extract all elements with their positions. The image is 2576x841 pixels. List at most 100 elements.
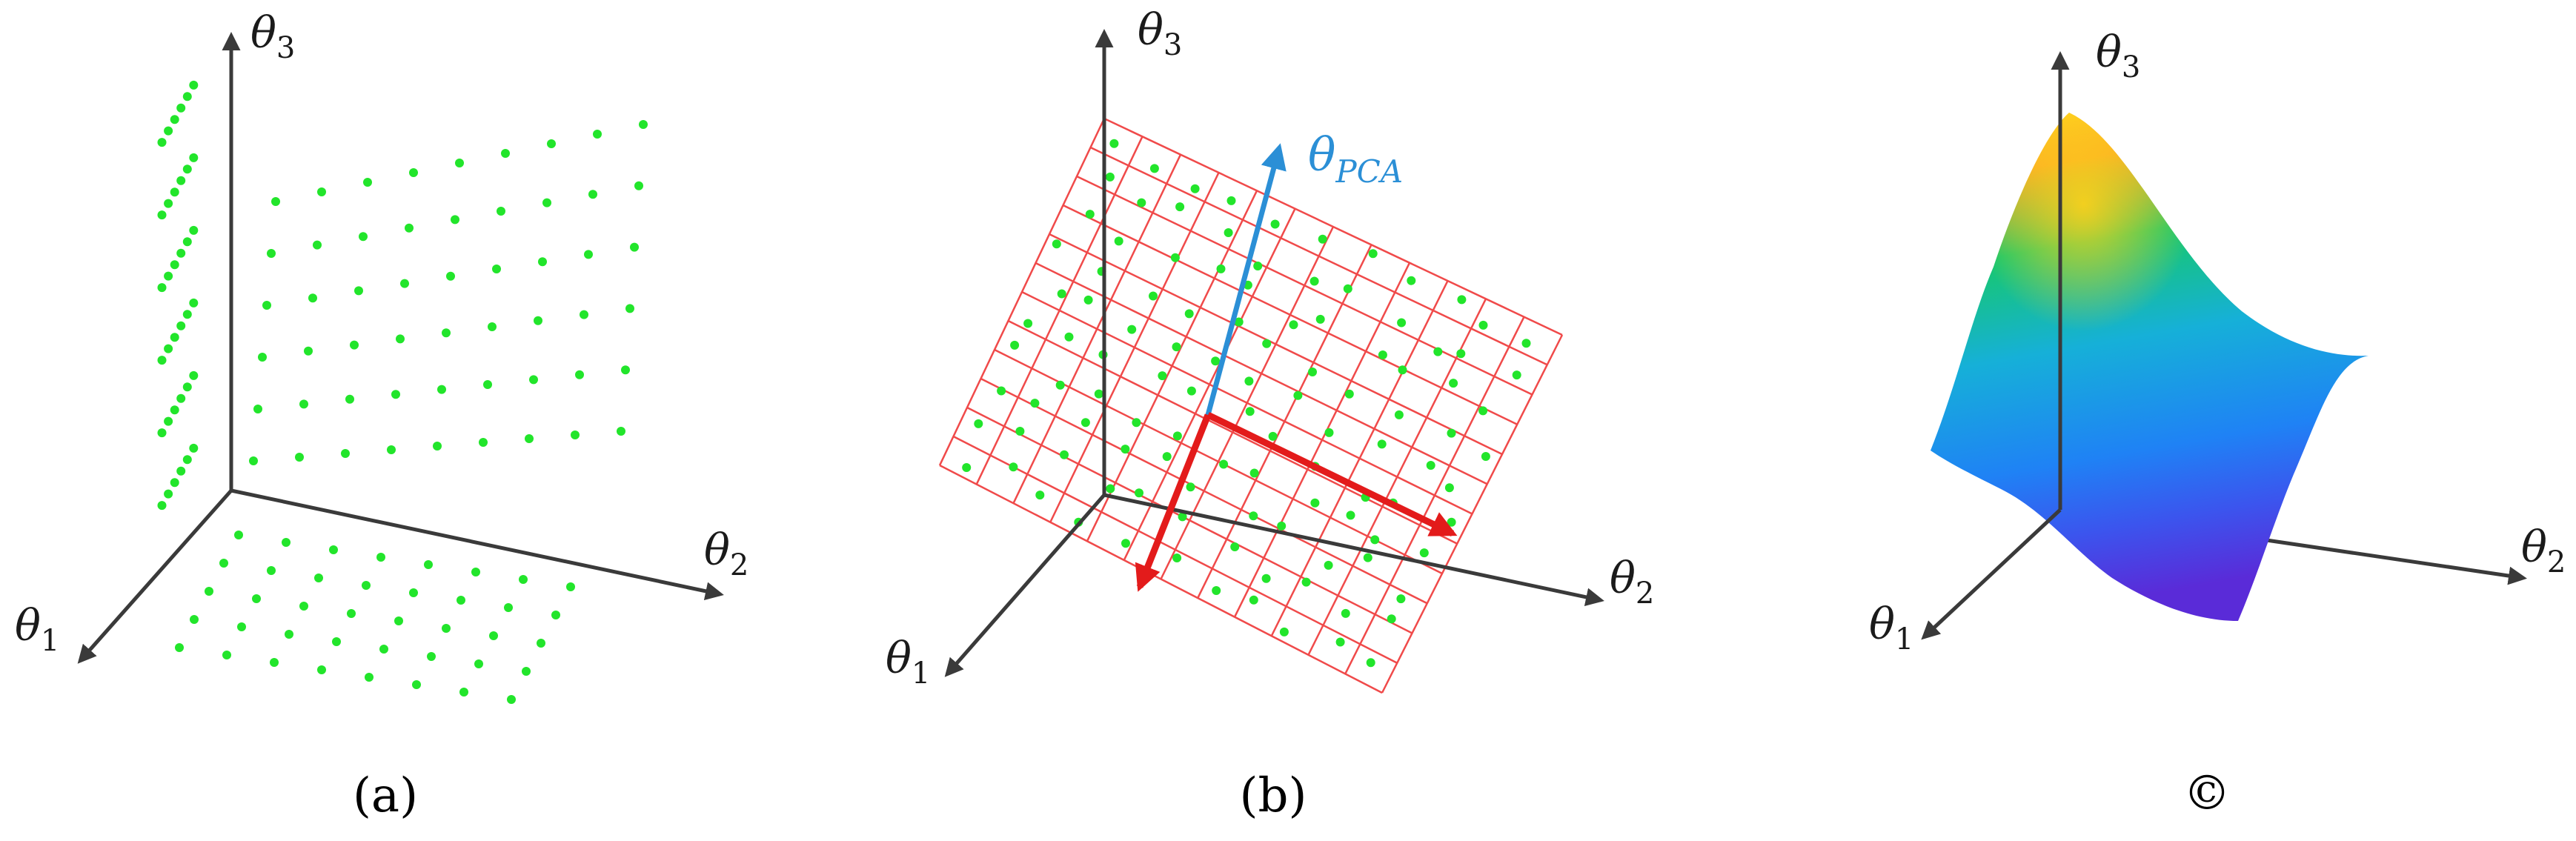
data-point	[1363, 553, 1372, 562]
data-point	[412, 680, 421, 689]
data-point	[182, 92, 192, 102]
data-point	[164, 344, 173, 353]
data-point	[396, 334, 405, 344]
data-point	[630, 242, 639, 252]
data-point	[409, 168, 418, 177]
data-point	[376, 553, 385, 562]
data-point	[1009, 462, 1018, 472]
data-point	[157, 356, 167, 365]
data-point	[1211, 356, 1221, 366]
grid-line	[938, 118, 1106, 466]
data-point	[593, 130, 602, 139]
data-point	[1055, 380, 1065, 390]
data-point	[329, 545, 338, 554]
data-point	[1270, 219, 1280, 229]
data-point	[537, 639, 545, 648]
panel-c-surface-highlight	[1931, 113, 2368, 621]
data-point	[189, 225, 199, 235]
grid-line	[1344, 316, 1525, 674]
data-point	[1023, 319, 1033, 328]
data-point	[1135, 488, 1143, 498]
data-point	[253, 405, 262, 413]
data-point	[1172, 342, 1181, 352]
data-point	[1368, 249, 1378, 259]
panel-b-axis-theta2	[1103, 493, 1604, 607]
data-point	[451, 215, 459, 225]
data-point	[522, 667, 531, 676]
data-point	[270, 658, 279, 667]
data-point	[625, 304, 634, 313]
data-point	[551, 611, 560, 619]
data-point	[314, 574, 323, 582]
grid-line	[1086, 190, 1258, 542]
data-point	[1149, 291, 1158, 301]
data-point	[519, 575, 528, 584]
data-point	[634, 181, 643, 190]
data-point	[1335, 637, 1345, 647]
data-point	[363, 178, 372, 187]
data-point	[1010, 340, 1020, 350]
data-point	[176, 466, 186, 476]
data-point	[189, 443, 199, 453]
data-point	[304, 346, 313, 356]
data-point	[566, 582, 575, 591]
data-point	[1170, 253, 1180, 262]
data-point	[1186, 386, 1196, 396]
data-point	[433, 442, 442, 451]
data-point	[575, 370, 584, 379]
data-point	[1190, 184, 1200, 193]
data-point	[350, 340, 359, 350]
data-point	[182, 455, 192, 465]
data-point	[1262, 339, 1272, 348]
panel-c-label: ©	[2183, 766, 2231, 821]
data-point	[1149, 164, 1159, 173]
data-point	[362, 581, 371, 590]
data-point	[1396, 594, 1406, 604]
data-point	[1433, 347, 1443, 356]
data-point	[285, 630, 293, 639]
data-point	[974, 419, 983, 428]
data-point	[176, 393, 186, 403]
data-point	[299, 602, 308, 611]
data-point	[1478, 406, 1488, 416]
data-point	[189, 153, 199, 162]
data-point	[175, 643, 184, 652]
data-point	[1114, 236, 1123, 246]
data-point	[424, 560, 433, 569]
data-point	[1398, 365, 1407, 375]
data-point	[538, 257, 547, 267]
data-point	[1315, 314, 1325, 324]
data-point	[547, 139, 556, 148]
data-point	[1344, 389, 1354, 399]
data-point	[1234, 317, 1244, 327]
data-point	[1030, 399, 1040, 408]
data-point	[459, 688, 468, 697]
data-point	[219, 559, 228, 568]
data-point	[1341, 608, 1350, 618]
data-point	[157, 501, 167, 511]
data-point	[222, 651, 231, 659]
panel-a-theta3-label: θ3	[250, 7, 295, 65]
data-point	[1447, 517, 1456, 527]
data-point	[347, 609, 356, 618]
data-point	[639, 120, 648, 129]
data-point	[1137, 198, 1146, 207]
data-point	[379, 645, 388, 654]
data-point	[170, 333, 179, 342]
panel-a-theta2-label: θ2	[704, 525, 748, 582]
data-point	[1015, 427, 1025, 436]
panel-b-axis-theta1	[944, 493, 1106, 677]
data-point	[1293, 390, 1303, 400]
grid-line	[1160, 226, 1335, 580]
data-point	[190, 615, 199, 624]
panel-a-points	[157, 80, 648, 704]
data-point	[1106, 484, 1115, 493]
data-point	[617, 427, 625, 436]
data-point	[1085, 210, 1095, 219]
data-point	[507, 695, 516, 704]
data-point	[497, 207, 505, 216]
grid-line	[1307, 298, 1487, 656]
data-point	[1249, 595, 1258, 605]
data-point	[1324, 560, 1333, 570]
data-point	[542, 198, 551, 207]
